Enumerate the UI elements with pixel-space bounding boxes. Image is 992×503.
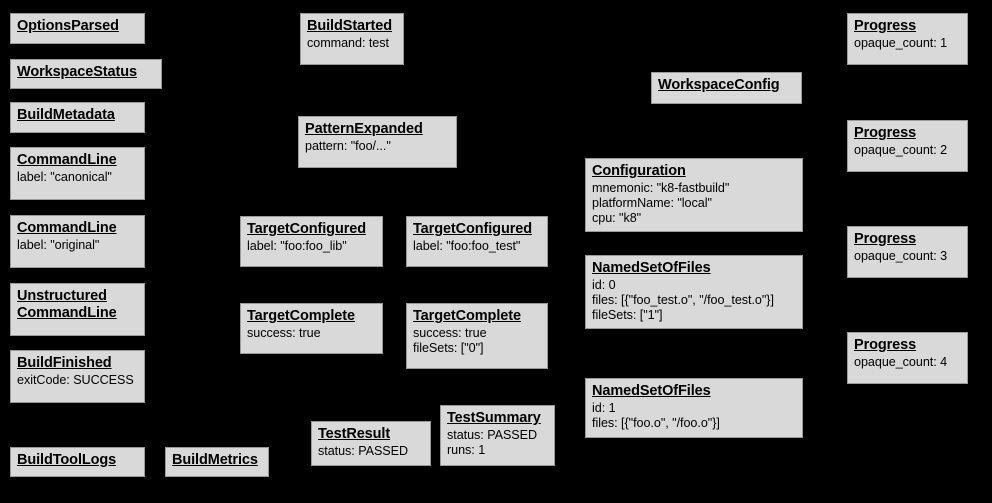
node-workspace-config[interactable]: WorkspaceConfig: [651, 72, 802, 104]
node-title: TargetComplete: [247, 308, 355, 324]
node-title: TargetComplete: [413, 308, 521, 324]
node-configuration[interactable]: Configuration mnemonic: "k8-fastbuild"pla…: [585, 158, 803, 232]
node-command-line-canonical[interactable]: CommandLine label: "canonical": [10, 147, 145, 200]
node-build-tool-logs[interactable]: BuildToolLogs: [10, 447, 145, 477]
node-options-parsed[interactable]: OptionsParsed: [10, 13, 145, 44]
node-fields: label: "foo:foo_test": [413, 239, 541, 254]
node-progress-1[interactable]: Progress opaque_count: 1: [847, 13, 968, 65]
node-field: id: 0: [592, 278, 616, 293]
node-fields: opaque_count: 1: [854, 36, 961, 51]
node-title: CommandLine: [17, 152, 117, 168]
node-fields: opaque_count: 3: [854, 249, 961, 264]
node-fields: opaque_count: 4: [854, 355, 961, 370]
node-field: opaque_count: 3: [854, 249, 948, 264]
node-target-complete-foo-lib[interactable]: TargetComplete success: true: [240, 303, 383, 354]
node-title: NamedSetOfFiles: [592, 383, 711, 399]
node-field: status: PASSED: [318, 444, 409, 459]
node-fields: label: "original": [17, 238, 138, 253]
node-title: OptionsParsed: [17, 18, 119, 34]
node-title: BuildToolLogs: [17, 452, 117, 468]
node-field: status: PASSED: [447, 428, 538, 443]
node-fields: pattern: "foo/...": [305, 139, 450, 154]
node-build-started[interactable]: BuildStarted command: test: [300, 13, 404, 65]
node-unstructured-command-line[interactable]: Unstructured CommandLine: [10, 283, 145, 336]
node-field: opaque_count: 1: [854, 36, 948, 51]
node-build-metadata[interactable]: BuildMetadata: [10, 102, 145, 133]
node-title: TestResult: [318, 426, 391, 442]
node-title: BuildMetadata: [17, 107, 115, 123]
node-title: BuildStarted: [307, 18, 393, 34]
node-field: fileSets: ["1"]: [592, 307, 663, 322]
node-workspace-status[interactable]: WorkspaceStatus: [10, 59, 162, 89]
node-field: opaque_count: 2: [854, 143, 948, 158]
node-field: label: "canonical": [17, 170, 112, 185]
node-build-metrics[interactable]: BuildMetrics: [165, 447, 269, 477]
node-progress-3[interactable]: Progress opaque_count: 3: [847, 226, 968, 278]
node-field: fileSets: ["0"]: [413, 340, 484, 355]
node-title: WorkspaceConfig: [658, 77, 780, 93]
node-command-line-original[interactable]: CommandLine label: "original": [10, 215, 145, 268]
node-fields: label: "foo:foo_lib": [247, 239, 376, 254]
node-title: TargetConfigured: [413, 221, 532, 237]
node-field: command: test: [307, 36, 389, 51]
node-title: Unstructured CommandLine: [17, 288, 117, 322]
node-title: WorkspaceStatus: [17, 64, 137, 80]
node-field: mnemonic: "k8-fastbuild": [592, 181, 730, 196]
node-title: BuildMetrics: [172, 452, 258, 468]
node-title: Configuration: [592, 163, 686, 179]
node-field: pattern: "foo/...": [305, 139, 391, 154]
node-fields: opaque_count: 2: [854, 143, 961, 158]
node-title: BuildFinished: [17, 355, 112, 371]
node-field: files: [{"foo.o", "/foo.o"}]: [592, 415, 720, 430]
node-field: platformName: "local": [592, 195, 712, 210]
node-field: label: "original": [17, 238, 100, 253]
node-title: Progress: [854, 337, 917, 353]
node-title: CommandLine: [17, 220, 117, 236]
node-field: id: 1: [592, 401, 616, 416]
node-fields: command: test: [307, 36, 397, 51]
node-fields: label: "canonical": [17, 170, 138, 185]
node-fields: mnemonic: "k8-fastbuild"platformName: "l…: [592, 181, 796, 226]
node-title: NamedSetOfFiles: [592, 260, 711, 276]
node-field: runs: 1: [447, 442, 486, 457]
node-test-result[interactable]: TestResult status: PASSED: [311, 421, 431, 466]
node-build-finished[interactable]: BuildFinished exitCode: SUCCESS: [10, 350, 145, 403]
node-title: TestSummary: [447, 410, 541, 426]
node-field: label: "foo:foo_test": [413, 239, 521, 254]
node-title: Progress: [854, 125, 917, 141]
node-field: opaque_count: 4: [854, 355, 948, 370]
node-fields: exitCode: SUCCESS: [17, 373, 138, 388]
node-progress-2[interactable]: Progress opaque_count: 2: [847, 120, 968, 172]
node-field: exitCode: SUCCESS: [17, 373, 134, 388]
node-fields: success: true: [247, 326, 376, 341]
node-title: Progress: [854, 231, 917, 247]
node-field: success: true: [247, 326, 321, 341]
node-title: TargetConfigured: [247, 221, 366, 237]
node-title: PatternExpanded: [305, 121, 423, 137]
node-fields: status: PASSED: [318, 444, 424, 459]
node-field: cpu: "k8": [592, 210, 642, 225]
node-pattern-expanded[interactable]: PatternExpanded pattern: "foo/...": [298, 116, 457, 168]
node-target-configured-foo-test[interactable]: TargetConfigured label: "foo:foo_test": [406, 216, 548, 267]
node-field: success: true: [413, 326, 487, 341]
node-field: files: [{"foo_test.o", "/foo_test.o"}]: [592, 292, 774, 307]
node-field: label: "foo:foo_lib": [247, 239, 347, 254]
node-target-configured-foo-lib[interactable]: TargetConfigured label: "foo:foo_lib": [240, 216, 383, 267]
node-progress-4[interactable]: Progress opaque_count: 4: [847, 332, 968, 384]
node-title: Progress: [854, 18, 917, 34]
